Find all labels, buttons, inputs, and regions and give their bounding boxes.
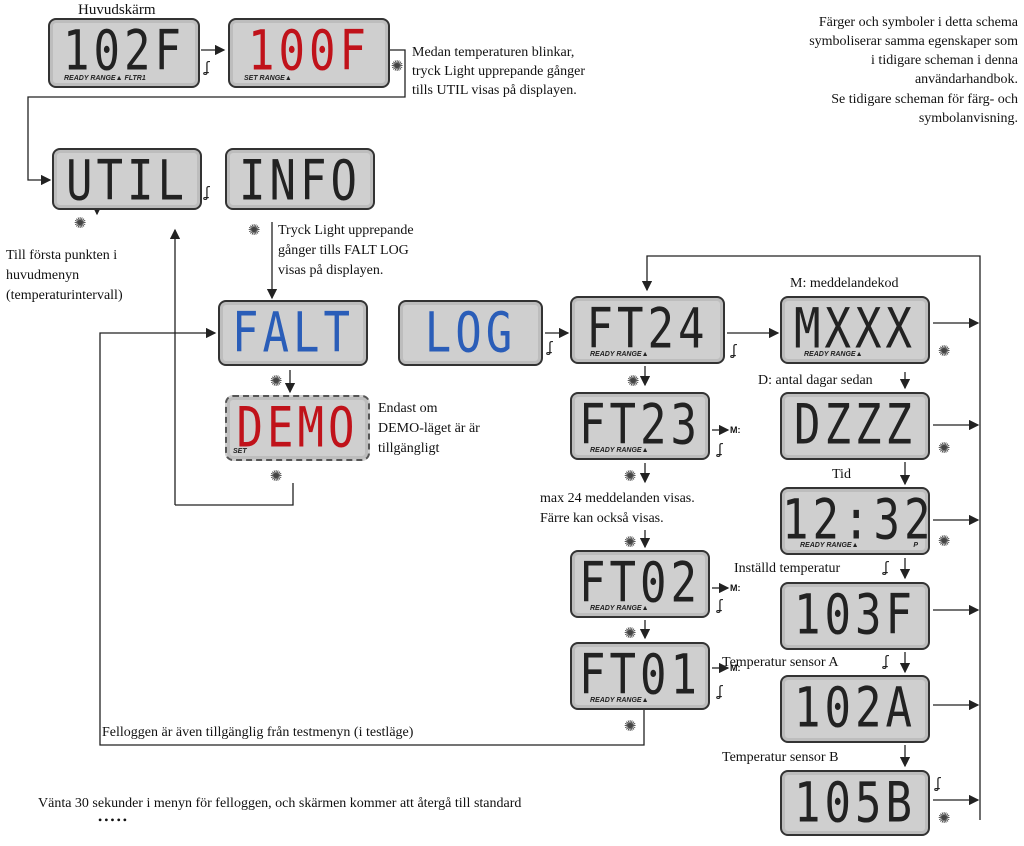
set-temp-label: Inställd temperatur — [734, 560, 840, 577]
demo-display: DEMO SET — [225, 395, 370, 461]
sensor-a-label: Temperatur sensor A — [722, 654, 838, 671]
util-display-text: UTIL — [54, 152, 200, 212]
sensor-b-label: Temperatur sensor B — [722, 749, 838, 766]
mxxx-display: MXXX READY RANGE▲ — [780, 296, 930, 364]
light-button-icon[interactable]: ✺ — [72, 215, 88, 231]
light-button-icon[interactable]: ✺ — [625, 373, 641, 389]
m-short-label: M: — [730, 580, 741, 597]
spa-icon: ʆ — [718, 598, 723, 614]
light-button-icon[interactable]: ✺ — [268, 373, 284, 389]
d-days-label: D: antal dagar sedan — [758, 372, 873, 389]
demo-display-flags: SET — [233, 448, 247, 455]
setpoint-display-text: 103F — [782, 586, 928, 646]
main-screen-label: Huvudskärm — [78, 2, 156, 19]
util-display: UTIL — [52, 148, 202, 210]
light-button-icon[interactable]: ✺ — [936, 440, 952, 456]
main-display-flags: READY RANGE▲ FLTR1 — [64, 75, 146, 82]
main-display: 102F READY RANGE▲ FLTR1 — [48, 18, 200, 88]
light-button-icon[interactable]: ✺ — [622, 534, 638, 550]
light-button-icon[interactable]: ✺ — [936, 343, 952, 359]
light-button-icon[interactable]: ✺ — [936, 810, 952, 826]
light-button-icon[interactable]: ✺ — [246, 222, 262, 238]
log-display-text: LOG — [400, 304, 541, 364]
info-display: INFO — [225, 148, 375, 210]
time-display-suffix: P — [913, 542, 918, 549]
light-button-icon[interactable]: ✺ — [622, 468, 638, 484]
set-display-text: 100F — [230, 22, 388, 82]
sensor-a-display-text: 102A — [782, 679, 928, 739]
spa-icon: ʆ — [548, 340, 553, 356]
falt-display-text: FALT — [220, 304, 366, 364]
spa-icon: ʆ — [205, 185, 210, 201]
demo-display-text: DEMO — [227, 399, 368, 459]
time-display: 12:32 READY RANGE▲ P — [780, 487, 930, 555]
tid-label: Tid — [832, 466, 851, 483]
light-button-icon[interactable]: ✺ — [389, 58, 405, 74]
light-button-icon[interactable]: ✺ — [622, 718, 638, 734]
log-display: LOG — [398, 300, 543, 366]
main-display-text: 102F — [50, 22, 198, 82]
light-button-icon[interactable]: ✺ — [936, 533, 952, 549]
sensor-a-display: 102A — [780, 675, 930, 743]
ft24-display-flags: READY RANGE▲ — [590, 351, 649, 358]
dzzz-display-text: DZZZ — [782, 396, 928, 456]
m-code-label: M: meddelandekod — [790, 275, 898, 292]
spa-icon: ʆ — [936, 776, 941, 792]
spa-icon: ʆ — [205, 60, 210, 76]
ft02-display: FT02 READY RANGE▲ — [570, 550, 710, 618]
spa-icon: ʆ — [718, 684, 723, 700]
ft01-display: FT01 READY RANGE▲ — [570, 642, 710, 710]
spa-icon: ʆ — [884, 560, 889, 576]
ft24-display: FT24 READY RANGE▲ — [570, 296, 725, 364]
sensor-b-display: 105B — [780, 770, 930, 836]
test-menu-note: Felloggen är även tillgänglig från testm… — [102, 724, 413, 741]
pagination-dots: ••••• — [98, 812, 129, 829]
spa-icon: ʆ — [884, 654, 889, 670]
info-display-text: INFO — [227, 152, 373, 212]
spa-icon: ʆ — [718, 442, 723, 458]
light-button-icon[interactable]: ✺ — [268, 468, 284, 484]
spa-icon: ʆ — [732, 343, 737, 359]
setpoint-display: 103F — [780, 582, 930, 650]
time-display-flags: READY RANGE▲ — [800, 542, 859, 549]
timeout-note: Vänta 30 sekunder i menyn för felloggen,… — [38, 795, 521, 812]
ft01-display-flags: READY RANGE▲ — [590, 697, 649, 704]
ft02-display-flags: READY RANGE▲ — [590, 605, 649, 612]
light-button-icon[interactable]: ✺ — [622, 625, 638, 641]
falt-display: FALT — [218, 300, 368, 366]
set-display: 100F SET RANGE▲ — [228, 18, 390, 88]
ft23-display: FT23 READY RANGE▲ — [570, 392, 710, 460]
dzzz-display: DZZZ — [780, 392, 930, 460]
sensor-b-display-text: 105B — [782, 774, 928, 834]
mxxx-display-flags: READY RANGE▲ — [804, 351, 863, 358]
set-display-flags: SET RANGE▲ — [244, 75, 292, 82]
m-short-label: M: — [730, 422, 741, 439]
ft23-display-flags: READY RANGE▲ — [590, 447, 649, 454]
